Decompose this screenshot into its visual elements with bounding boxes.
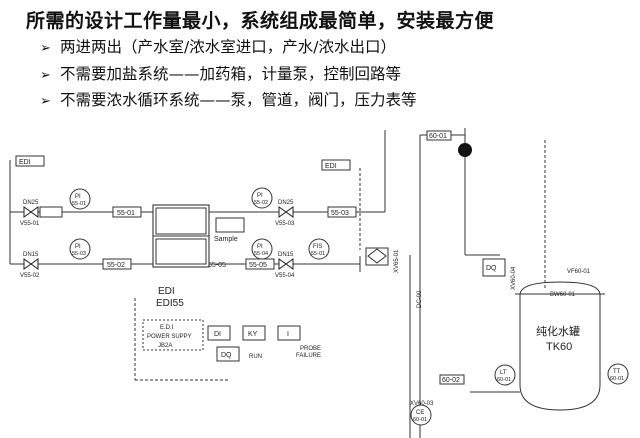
svg-text:DQ: DQ bbox=[486, 265, 497, 272]
valve-icon bbox=[23, 206, 39, 218]
svg-text:60-01: 60-01 bbox=[497, 377, 511, 383]
svg-text:PI: PI bbox=[75, 244, 81, 250]
svg-text:55-01: 55-01 bbox=[311, 251, 325, 257]
svg-text:55-02: 55-02 bbox=[107, 262, 125, 269]
svg-text:DI: DI bbox=[214, 331, 221, 338]
svg-text:55-03: 55-03 bbox=[72, 251, 86, 257]
svg-text:55-03: 55-03 bbox=[331, 210, 349, 217]
svg-text:DQ: DQ bbox=[221, 352, 232, 359]
valve-icon bbox=[278, 258, 294, 270]
bullet-text: 不需要浓水循环系统——泵，管道，阀门，压力表等 bbox=[60, 91, 417, 109]
svg-text:DN15: DN15 bbox=[23, 252, 39, 258]
svg-text:RUN: RUN bbox=[249, 354, 262, 360]
svg-text:Sample: Sample bbox=[214, 236, 238, 243]
edi-label: EDI EDI55 bbox=[156, 286, 184, 309]
pipe-tag bbox=[39, 206, 63, 218]
svg-text:EDI: EDI bbox=[325, 163, 337, 170]
valve-icon bbox=[23, 258, 39, 270]
svg-text:55-01: 55-01 bbox=[72, 201, 86, 207]
slide-title: 所需的设计工作量最小，系统组成最简单，安装最方便 bbox=[26, 10, 495, 32]
svg-text:EDI55: EDI55 bbox=[156, 298, 184, 309]
svg-text:EDI: EDI bbox=[158, 286, 175, 297]
svg-text:V55-02: V55-02 bbox=[20, 273, 40, 279]
bullet-item: ➢ 两进两出（产水室/浓水室进口，产水/浓水出口） bbox=[40, 35, 417, 62]
instrument-bubble bbox=[251, 238, 273, 260]
tank: 纯化水罐 TK60 bbox=[536, 324, 580, 353]
instrument-bubble bbox=[410, 404, 432, 426]
svg-text:DN25: DN25 bbox=[23, 200, 39, 206]
svg-text:60-01: 60-01 bbox=[413, 417, 427, 423]
svg-text:TK60: TK60 bbox=[546, 341, 572, 353]
svg-text:55-02: 55-02 bbox=[254, 200, 268, 206]
arrow-bullet-icon: ➢ bbox=[40, 67, 51, 83]
tag-edi-mid: EDI bbox=[321, 159, 351, 171]
tag-edi-left: EDI bbox=[15, 155, 45, 167]
svg-text:EDI: EDI bbox=[19, 159, 31, 166]
bullet-item: ➢ 不需要加盐系统——加药箱，计量泵，控制回路等 bbox=[40, 62, 417, 89]
svg-text:PI: PI bbox=[257, 193, 263, 199]
svg-text:V55-03: V55-03 bbox=[275, 221, 295, 227]
arrow-bullet-icon: ➢ bbox=[40, 41, 51, 56]
bullet-item: ➢ 不需要浓水循环系统——泵，管道，阀门，压力表等 bbox=[40, 88, 417, 115]
bullet-text: 不需要加盐系统——加药箱，计量泵，控制回路等 bbox=[60, 64, 402, 83]
svg-text:60-02: 60-02 bbox=[442, 377, 460, 384]
svg-text:VF60-01: VF60-01 bbox=[567, 269, 591, 275]
instrument-bubble bbox=[69, 188, 91, 210]
pipe-tag bbox=[439, 374, 465, 385]
pump-icon bbox=[458, 143, 472, 157]
svg-text:I: I bbox=[287, 331, 289, 338]
svg-text:纯化水罐: 纯化水罐 bbox=[536, 324, 580, 338]
pipe-tag bbox=[112, 206, 142, 218]
svg-text:60-01: 60-01 bbox=[429, 133, 447, 140]
bullet-list: ➢ 两进两出（产水室/浓水室进口，产水/浓水出口） ➢ 不需要加盐系统——加药箱，计… bbox=[40, 35, 417, 115]
svg-text:V55-01: V55-01 bbox=[20, 221, 40, 227]
dq-box bbox=[482, 258, 506, 277]
pipe-tag bbox=[102, 258, 132, 270]
svg-text:BW60-01: BW60-01 bbox=[550, 292, 576, 298]
sample-point: Sample bbox=[214, 217, 245, 243]
arrow-bullet-icon: ➢ bbox=[40, 94, 51, 109]
instrument-bubble bbox=[607, 363, 629, 385]
control-block bbox=[242, 325, 266, 341]
svg-text:60-01: 60-01 bbox=[610, 376, 624, 382]
svg-text:55-04: 55-04 bbox=[254, 251, 268, 257]
svg-text:55-01: 55-01 bbox=[117, 210, 135, 217]
svg-text:DN25: DN25 bbox=[278, 200, 294, 206]
svg-text:E.D.I: E.D.I bbox=[160, 325, 174, 331]
svg-text:POWER SUPPY: POWER SUPPY bbox=[147, 334, 192, 340]
instrument-bubble bbox=[308, 238, 330, 260]
svg-text:DC-00: DC-00 bbox=[417, 290, 423, 308]
instrument-bubble bbox=[494, 364, 516, 386]
control-block bbox=[277, 325, 301, 341]
svg-text:XV60-03: XV60-03 bbox=[410, 401, 434, 407]
control-block bbox=[216, 346, 240, 362]
svg-text:DN15: DN15 bbox=[278, 252, 294, 258]
svg-text:V55-04: V55-04 bbox=[275, 273, 295, 279]
instrument-bubble bbox=[251, 187, 273, 209]
svg-text:XV60-04: XV60-04 bbox=[511, 266, 517, 290]
instrument-bubble bbox=[69, 238, 91, 260]
svg-text:55-05: 55-05 bbox=[208, 262, 226, 269]
svg-text:KY: KY bbox=[248, 331, 258, 338]
svg-text:FAILURE: FAILURE bbox=[296, 353, 321, 359]
bullet-text: 两进两出（产水室/浓水室进口，产水/浓水出口） bbox=[60, 38, 396, 56]
pipe-tag bbox=[426, 130, 452, 141]
svg-text:TT: TT bbox=[613, 369, 621, 375]
svg-text:PROBE: PROBE bbox=[300, 346, 321, 352]
svg-text:LT: LT bbox=[500, 370, 507, 376]
svg-text:PI: PI bbox=[75, 194, 81, 200]
control-block bbox=[207, 325, 231, 341]
diamond-icon bbox=[367, 248, 387, 264]
svg-text:CE: CE bbox=[416, 410, 424, 416]
pipe-tag bbox=[327, 206, 357, 218]
svg-text:PI: PI bbox=[257, 244, 263, 250]
power-supply-box bbox=[142, 319, 204, 351]
svg-text:FIS: FIS bbox=[313, 244, 322, 250]
svg-text:55-05: 55-05 bbox=[249, 262, 267, 269]
svg-text:JB2A: JB2A bbox=[158, 343, 172, 349]
valve-icon bbox=[278, 206, 294, 218]
svg-text:XV65-01: XV65-01 bbox=[394, 249, 400, 273]
